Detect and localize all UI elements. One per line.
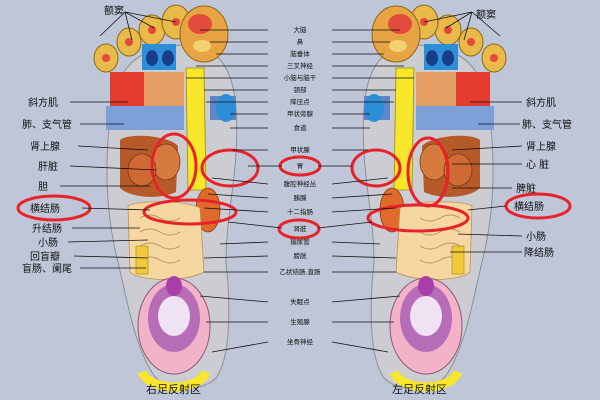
label-left-gallbladder: 胆	[38, 181, 48, 193]
label-celiac: 腹腔神经丛	[284, 179, 317, 188]
ring-right-stomach	[350, 148, 402, 188]
ring-center-kidney	[277, 218, 321, 240]
ring-left-liver	[150, 132, 198, 200]
ring-left-colon	[142, 198, 238, 226]
label-right-spleen: 脾脏	[516, 182, 536, 195]
label-sciatic: 坐骨神经	[287, 337, 314, 346]
label-stomach: 胃	[297, 162, 304, 170]
ring-left-stomach	[200, 148, 260, 188]
label-pancreas: 胰腺	[294, 193, 308, 202]
label-insomnia: 失眠点	[290, 297, 310, 306]
label-left-liver: 肝脏	[38, 160, 58, 173]
caption-left-foot: 左足反射区	[392, 382, 447, 396]
label-right-adrenal: 肾上腺	[526, 140, 556, 153]
label-right-descending-colon: 降结肠	[524, 246, 554, 259]
label-esophagus: 食道	[294, 123, 308, 132]
label-right-trapezius: 斜方肌	[526, 96, 556, 109]
label-sinus-right: 额窦	[476, 8, 496, 21]
label-parathyroid: 甲状旁腺	[287, 109, 314, 118]
label-pituitary: 脑垂体	[290, 49, 310, 58]
label-thyroid: 甲状腺	[290, 145, 310, 154]
label-left-ileocecal: 回盲瓣	[30, 250, 60, 263]
label-left-trapezius: 斜方肌	[28, 96, 58, 109]
label-hypotension: 降压点	[290, 97, 310, 106]
ring-right-colon	[366, 203, 470, 233]
label-sinus-left: 额窦	[104, 4, 124, 17]
label-right-lung: 肺、支气管	[522, 118, 572, 131]
label-right-heart: 心 脏	[526, 158, 549, 171]
label-neck: 颈部	[294, 85, 308, 94]
label-ureter: 输尿管	[290, 237, 310, 246]
center-labels: 大脑 鼻 脑垂体 三叉神经 小脑与脑干 颈部 降压点 甲状旁腺 食道 甲状腺 胃…	[279, 25, 321, 346]
label-left-adrenal: 肾上腺	[30, 140, 60, 153]
label-left-cecum: 盲肠、阑尾	[22, 262, 72, 275]
label-bladder: 膀胱	[294, 251, 308, 260]
label-left-small-intestine: 小肠	[38, 237, 58, 249]
label-left-ascending-colon: 升结肠	[32, 222, 62, 235]
label-cerebellum: 小脑与脑干	[284, 73, 317, 82]
label-nose: 鼻	[297, 37, 304, 46]
leader-lines	[60, 11, 523, 353]
label-left-transverse-colon: 横结肠	[30, 202, 60, 215]
label-trigeminal: 三叉神经	[287, 61, 314, 70]
caption-right-foot: 右足反射区	[146, 382, 201, 396]
label-right-small-intestine: 小肠	[526, 231, 546, 243]
left-foot-illustration	[363, 5, 506, 389]
label-kidney: 肾脏	[294, 224, 308, 233]
label-duodenum: 十二指肠	[287, 207, 314, 216]
label-left-lung: 肺、支气管	[22, 118, 72, 131]
label-sigmoid: 乙状结肠.直肠	[279, 267, 321, 276]
label-gonad: 生殖腺	[290, 317, 310, 326]
label-brain: 大脑	[294, 25, 308, 34]
label-right-transverse-colon: 横结肠	[514, 200, 544, 213]
